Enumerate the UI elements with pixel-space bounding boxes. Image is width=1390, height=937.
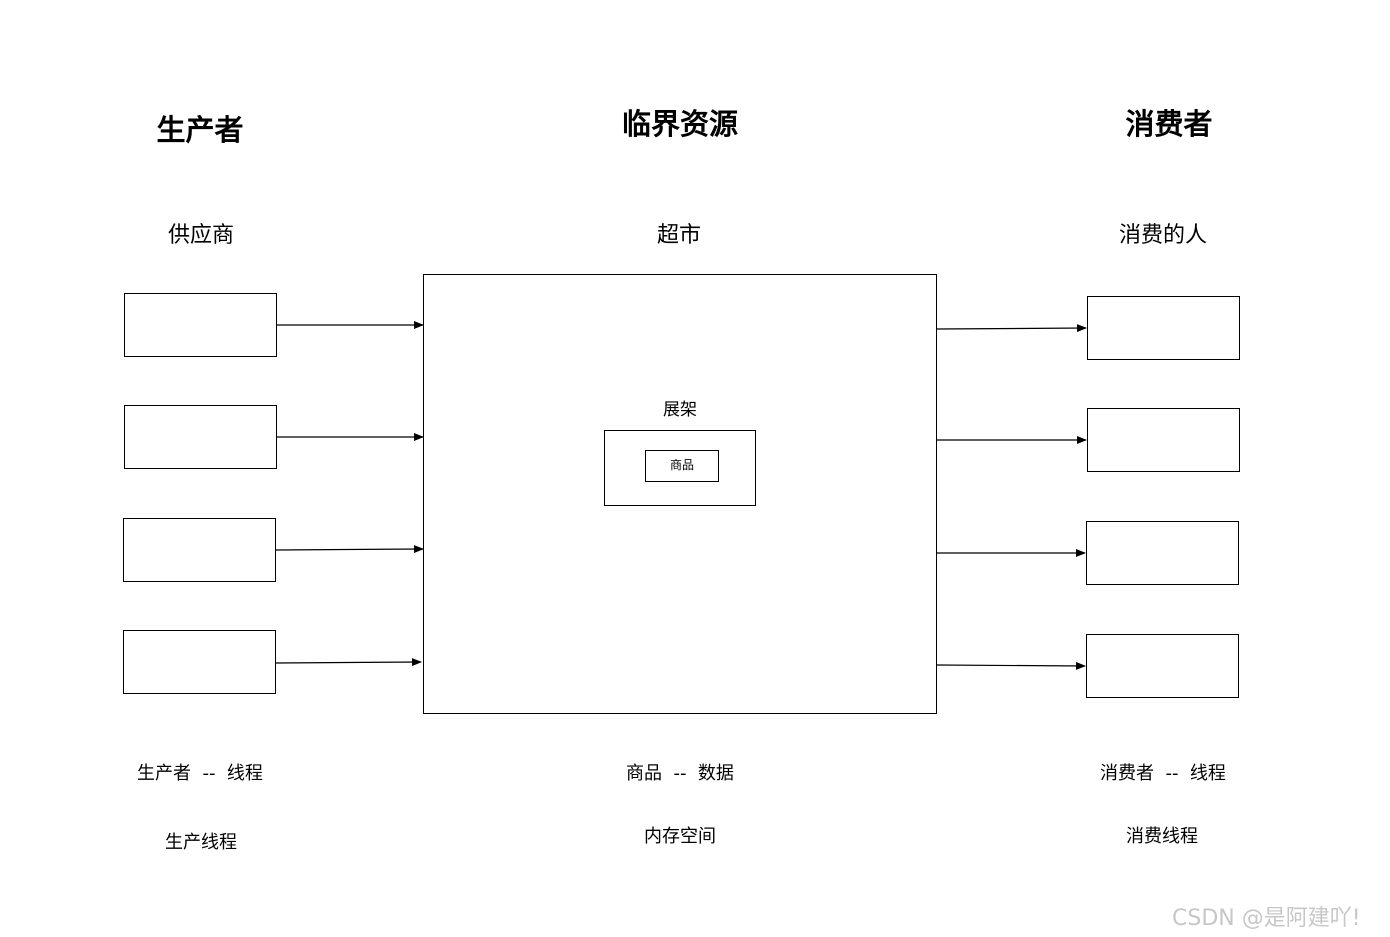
resource-note-1: 商品 -- 数据 xyxy=(626,763,734,784)
goods-box xyxy=(645,450,719,482)
critical-resource-heading: 临界资源 xyxy=(621,107,739,141)
consumer-box-2 xyxy=(1087,408,1240,472)
consumer-arrow-1 xyxy=(936,324,1087,333)
resource-subtitle: 超市 xyxy=(656,223,702,248)
consumer-box-1 xyxy=(1087,296,1240,360)
consumer-box-3 xyxy=(1086,521,1239,585)
producer-note-2: 生产线程 xyxy=(165,832,237,853)
producer-box-3 xyxy=(123,518,276,582)
producer-arrow-3 xyxy=(275,545,424,554)
shelf-label: 展架 xyxy=(663,400,697,420)
consumer-subtitle: 消费的人 xyxy=(1118,223,1208,248)
consumer-arrow-4 xyxy=(936,661,1086,670)
csdn-watermark: CSDN @是阿建吖! xyxy=(1172,906,1361,931)
producer-box-1 xyxy=(124,293,277,357)
consumer-note-1: 消费者 -- 线程 xyxy=(1100,763,1226,784)
resource-note-2: 内存空间 xyxy=(644,826,716,847)
consumer-heading: 消费者 xyxy=(1125,107,1213,141)
producer-box-4 xyxy=(123,630,276,694)
producer-arrow-4 xyxy=(275,658,422,667)
consumer-note-2: 消费线程 xyxy=(1126,826,1198,847)
producer-heading: 生产者 xyxy=(156,113,244,147)
goods-label: 商品 xyxy=(669,458,695,472)
consumer-box-4 xyxy=(1086,634,1239,698)
producer-subtitle: 供应商 xyxy=(167,223,235,248)
producer-box-2 xyxy=(124,405,277,469)
producer-note-1: 生产者 -- 线程 xyxy=(137,763,263,784)
